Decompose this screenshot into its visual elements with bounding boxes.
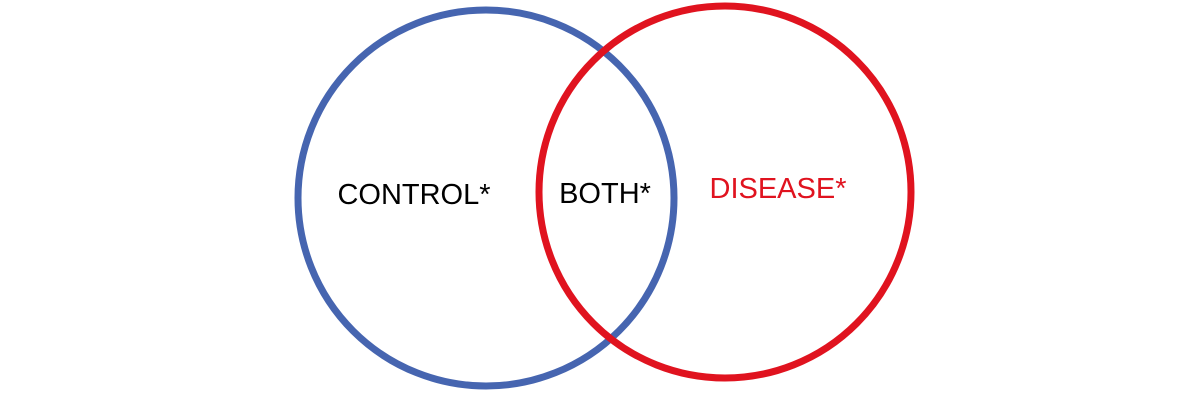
control-set-label: CONTROL* <box>337 179 490 211</box>
intersection-label: BOTH* <box>559 178 651 210</box>
disease-set-circle <box>535 2 915 382</box>
control-set-circle <box>294 6 678 390</box>
disease-set-label: DISEASE* <box>710 173 847 205</box>
